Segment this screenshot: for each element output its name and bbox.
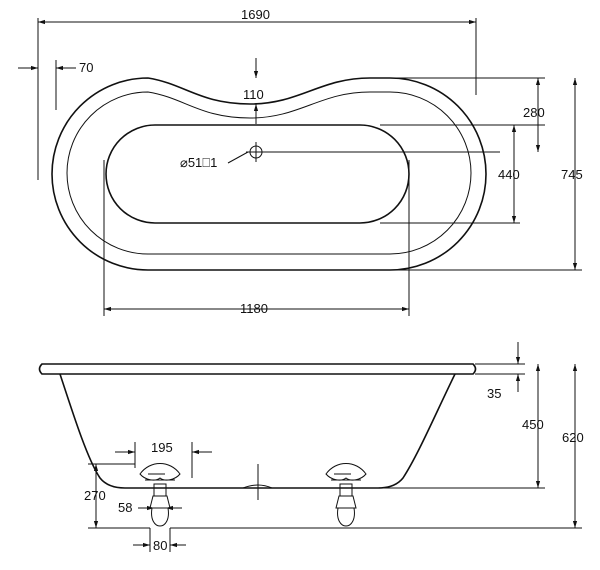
dim-waist-inset: 110 bbox=[243, 87, 264, 102]
bath-inner-basin bbox=[105, 124, 410, 224]
dim-foot-depth: 58 bbox=[118, 500, 132, 515]
bath-rim-inner-edge bbox=[66, 91, 472, 255]
dim-rim-width: 70 bbox=[79, 60, 93, 75]
waste-leader bbox=[227, 151, 249, 164]
dim-foot-spacing: 195 bbox=[151, 440, 173, 455]
dim-overall-width: 745 bbox=[561, 167, 583, 182]
dim-inner-length: 1180 bbox=[240, 301, 268, 316]
dim-basin-height: 450 bbox=[522, 417, 544, 432]
dim-overall-height: 620 bbox=[562, 430, 584, 445]
dim-foot-width: 80 bbox=[153, 538, 167, 553]
dim-rim-height: 35 bbox=[487, 386, 501, 401]
dim-overall-length: 1690 bbox=[241, 7, 270, 22]
dim-foot-height: 270 bbox=[84, 488, 106, 503]
claw-foot-right-icon bbox=[325, 463, 367, 527]
dim-inner-width: 440 bbox=[498, 167, 520, 182]
top-view: ⌀51⎕1 1690 70 110 280 440 745 bbox=[18, 7, 583, 316]
side-view: 35 450 620 270 195 58 80 bbox=[38, 342, 584, 553]
claw-foot-left-icon bbox=[139, 463, 181, 527]
dim-inner-offset: 280 bbox=[523, 105, 545, 120]
bath-outer-rim bbox=[51, 77, 487, 271]
bath-rim-profile bbox=[38, 363, 477, 375]
waste-label: ⌀51⎕1 bbox=[180, 155, 217, 170]
